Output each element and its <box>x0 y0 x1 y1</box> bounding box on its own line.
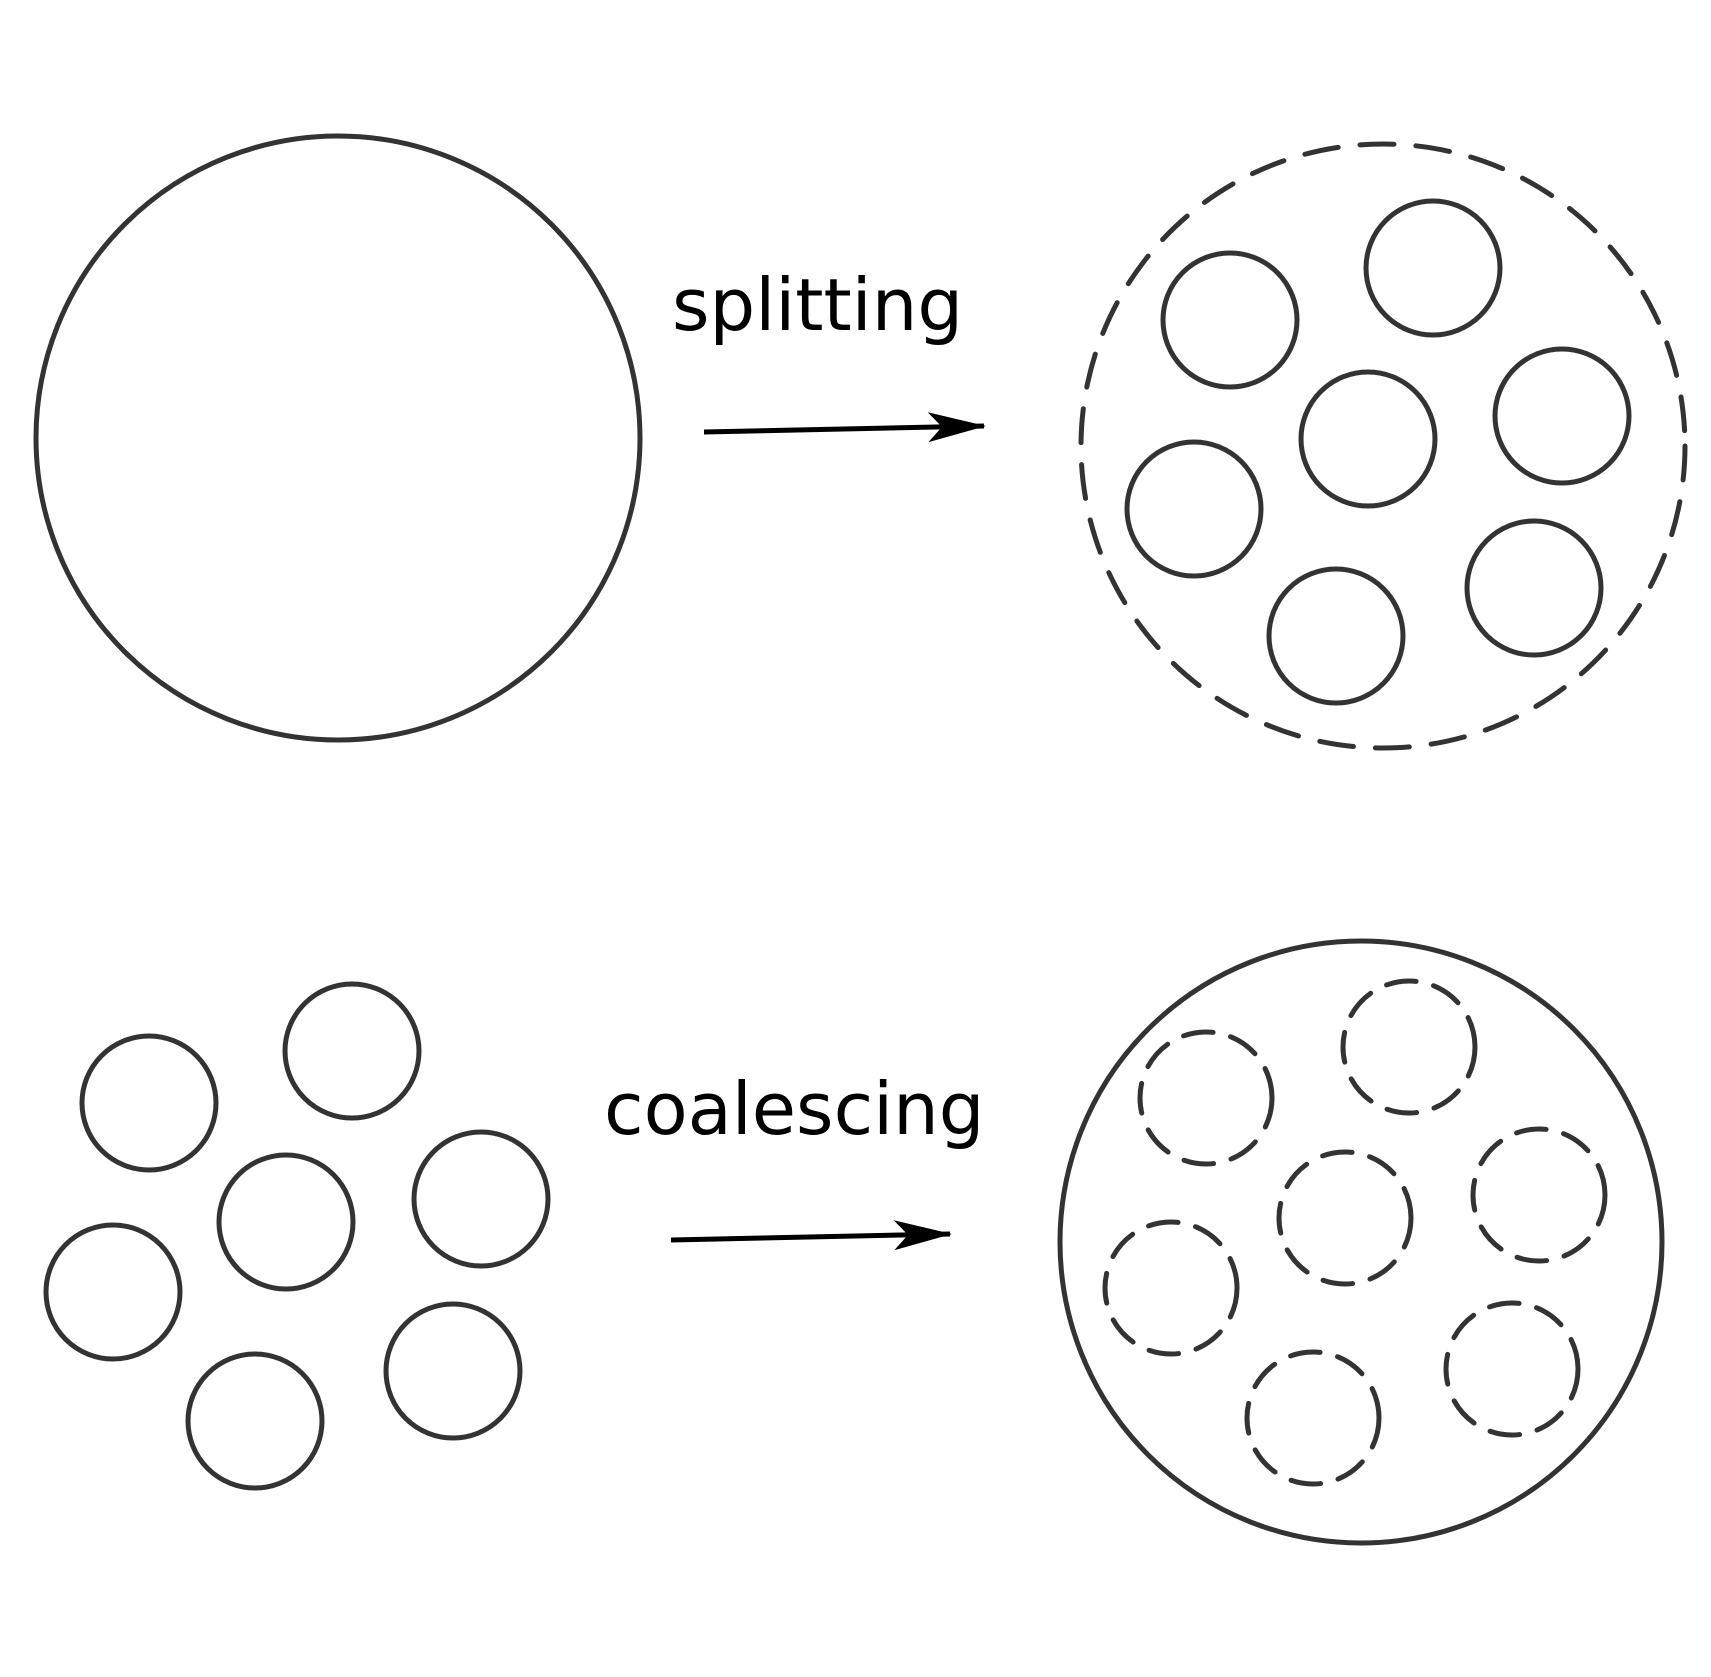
separate-droplet <box>282 981 422 1121</box>
split-droplet <box>1363 198 1503 338</box>
merged-droplet-outline <box>1470 1126 1608 1264</box>
split-droplet <box>1492 346 1632 486</box>
separate-droplet <box>383 1301 523 1441</box>
split-droplets <box>1124 198 1632 706</box>
split-droplet <box>1160 250 1300 390</box>
coalescing-label: coalescing <box>604 1067 985 1151</box>
splitting-arrow <box>703 412 986 443</box>
split-droplet <box>1298 369 1438 509</box>
large-solid-circle <box>33 133 643 743</box>
large-dashed-circle <box>1078 141 1688 751</box>
separate-droplets <box>43 981 551 1491</box>
large-merged-circle <box>1057 938 1665 1546</box>
splitting-label: splitting <box>672 263 963 347</box>
splitting-row: splitting <box>33 133 1688 751</box>
separate-droplet <box>79 1033 219 1173</box>
split-droplet <box>1124 439 1264 579</box>
separate-droplet <box>43 1222 183 1362</box>
separate-droplet <box>185 1351 325 1491</box>
merged-droplet-outline <box>1340 978 1478 1116</box>
separate-droplet <box>216 1152 356 1292</box>
merged-droplet-outlines <box>1102 978 1608 1487</box>
coalescing-arrow <box>670 1220 952 1251</box>
merged-droplet-outline <box>1102 1219 1240 1357</box>
coalescing-row: coalescing <box>43 938 1665 1546</box>
merged-droplet-outline <box>1244 1349 1382 1487</box>
split-droplet <box>1266 566 1406 706</box>
merged-droplet-outline <box>1443 1300 1581 1438</box>
merged-droplet-outline <box>1137 1029 1275 1167</box>
separate-droplet <box>411 1129 551 1269</box>
merged-droplet-outline <box>1276 1149 1414 1287</box>
split-droplet <box>1464 518 1604 658</box>
